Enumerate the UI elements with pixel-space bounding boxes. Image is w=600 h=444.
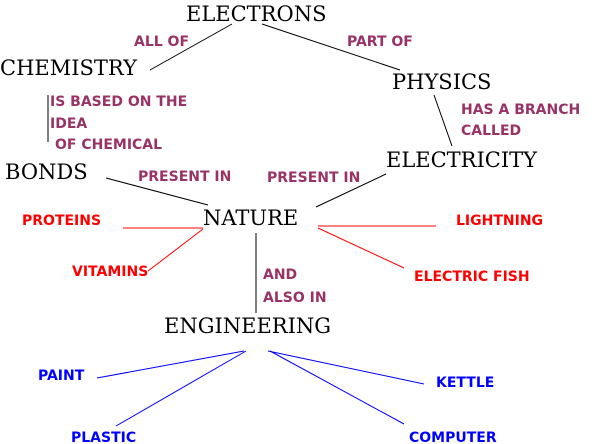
line-electrons-physics <box>261 23 401 71</box>
nature-examples: PROTEINS VITAMINS LIGHTNING ELECTRIC FIS… <box>22 213 543 285</box>
node-bonds: BONDS <box>5 160 88 184</box>
node-chemistry: CHEMISTRY <box>0 56 138 80</box>
line-nature-electric-fish <box>317 227 405 269</box>
label-branch-line2: CALLED <box>461 123 521 139</box>
example-paint: PAINT <box>38 368 85 384</box>
line-nature-vitamins <box>147 228 204 272</box>
example-plastic: PLASTIC <box>71 430 136 444</box>
line-bonds-nature <box>105 177 209 206</box>
line-engineering-kettle <box>267 350 425 385</box>
line-physics-electricity <box>433 94 453 147</box>
example-lightning: LIGHTNING <box>456 213 543 229</box>
node-engineering: ENGINEERING <box>164 314 331 338</box>
label-all-of: ALL OF <box>134 34 189 50</box>
example-kettle: KETTLE <box>436 375 494 391</box>
line-electrons-chemistry <box>149 23 233 71</box>
line-engineering-paint <box>96 350 245 379</box>
label-branch-line1: HAS A BRANCH <box>461 102 580 118</box>
node-electricity: ELECTRICITY <box>386 148 538 172</box>
label-present-in-left: PRESENT IN <box>138 169 231 185</box>
label-based-on-line3: OF CHEMICAL <box>55 137 162 153</box>
label-part-of: PART OF <box>347 34 413 50</box>
example-computer: COMPUTER <box>409 430 497 444</box>
label-also-in-line1: AND <box>263 267 297 283</box>
example-proteins: PROTEINS <box>22 213 101 229</box>
node-physics: PHYSICS <box>392 70 491 94</box>
link-labels: ALL OF PART OF IS BASED ON THE IDEA OF C… <box>50 34 580 306</box>
concept-nodes: ELECTRONS CHEMISTRY PHYSICS BONDS ELECTR… <box>0 2 538 338</box>
node-nature: NATURE <box>203 206 298 230</box>
label-based-on-line1: IS BASED ON THE <box>50 94 187 110</box>
label-also-in-line2: ALSO IN <box>263 290 327 306</box>
node-electrons: ELECTRONS <box>186 2 326 26</box>
connector-lines <box>47 23 453 427</box>
example-vitamins: VITAMINS <box>72 264 148 280</box>
line-engineering-computer <box>269 350 405 425</box>
label-based-on-line2: IDEA <box>50 116 87 132</box>
line-electricity-nature <box>315 173 387 208</box>
engineering-examples: PAINT PLASTIC KETTLE COMPUTER <box>38 368 497 444</box>
example-electric-fish: ELECTRIC FISH <box>414 269 530 285</box>
line-engineering-plastic <box>115 350 247 427</box>
label-present-in-right: PRESENT IN <box>267 170 360 186</box>
